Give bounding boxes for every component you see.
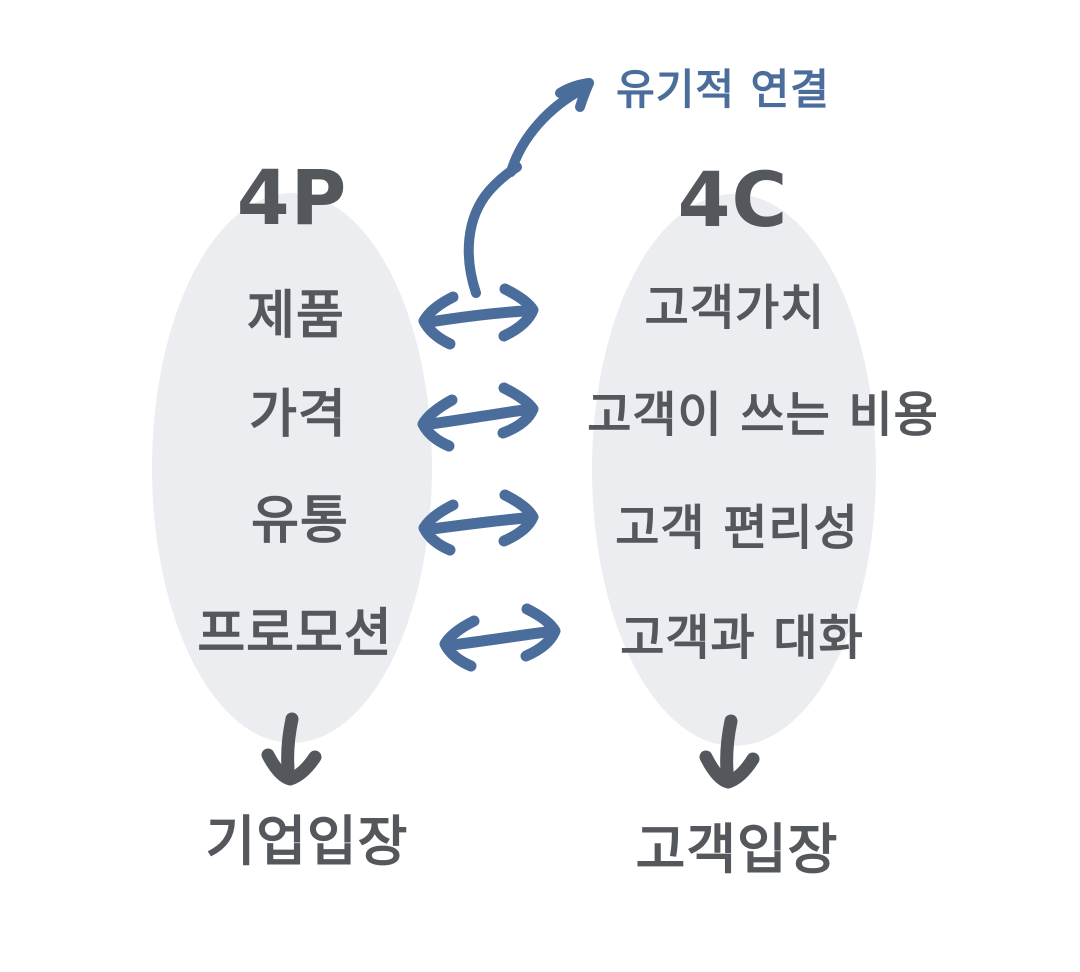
down-arrow-icon [261, 712, 322, 786]
right-column-title: 4C [677, 155, 789, 244]
right-column-footer: 고객입장 [635, 818, 839, 881]
bidirectional-arrow-icon [418, 283, 539, 350]
left-group-ellipse [152, 193, 432, 743]
organic-connection-label: 유기적 연결 [616, 65, 830, 114]
right-item-customer-communication: 고객과 대화 [620, 610, 864, 666]
left-column-title: 4P [236, 153, 348, 242]
left-item-price: 가격 [249, 385, 347, 445]
left-item-place: 유통 [251, 491, 349, 551]
left-item-promotion: 프로모션 [197, 604, 393, 664]
right-group-ellipse [592, 194, 876, 746]
bidirectional-arrow-icon [418, 489, 539, 556]
curved-arrow-icon [463, 78, 594, 298]
down-arrow-icon [699, 714, 760, 789]
right-item-customer-value: 고객가치 [644, 280, 826, 336]
bidirectional-arrow-icon [417, 382, 539, 452]
right-item-customer-convenience: 고객 편리성 [615, 500, 859, 556]
left-column-footer: 기업입장 [205, 810, 409, 873]
right-item-customer-cost: 고객이 쓰는 비용 [587, 387, 939, 443]
left-item-product: 제품 [247, 286, 345, 346]
bidirectional-arrow-icon [439, 603, 561, 672]
